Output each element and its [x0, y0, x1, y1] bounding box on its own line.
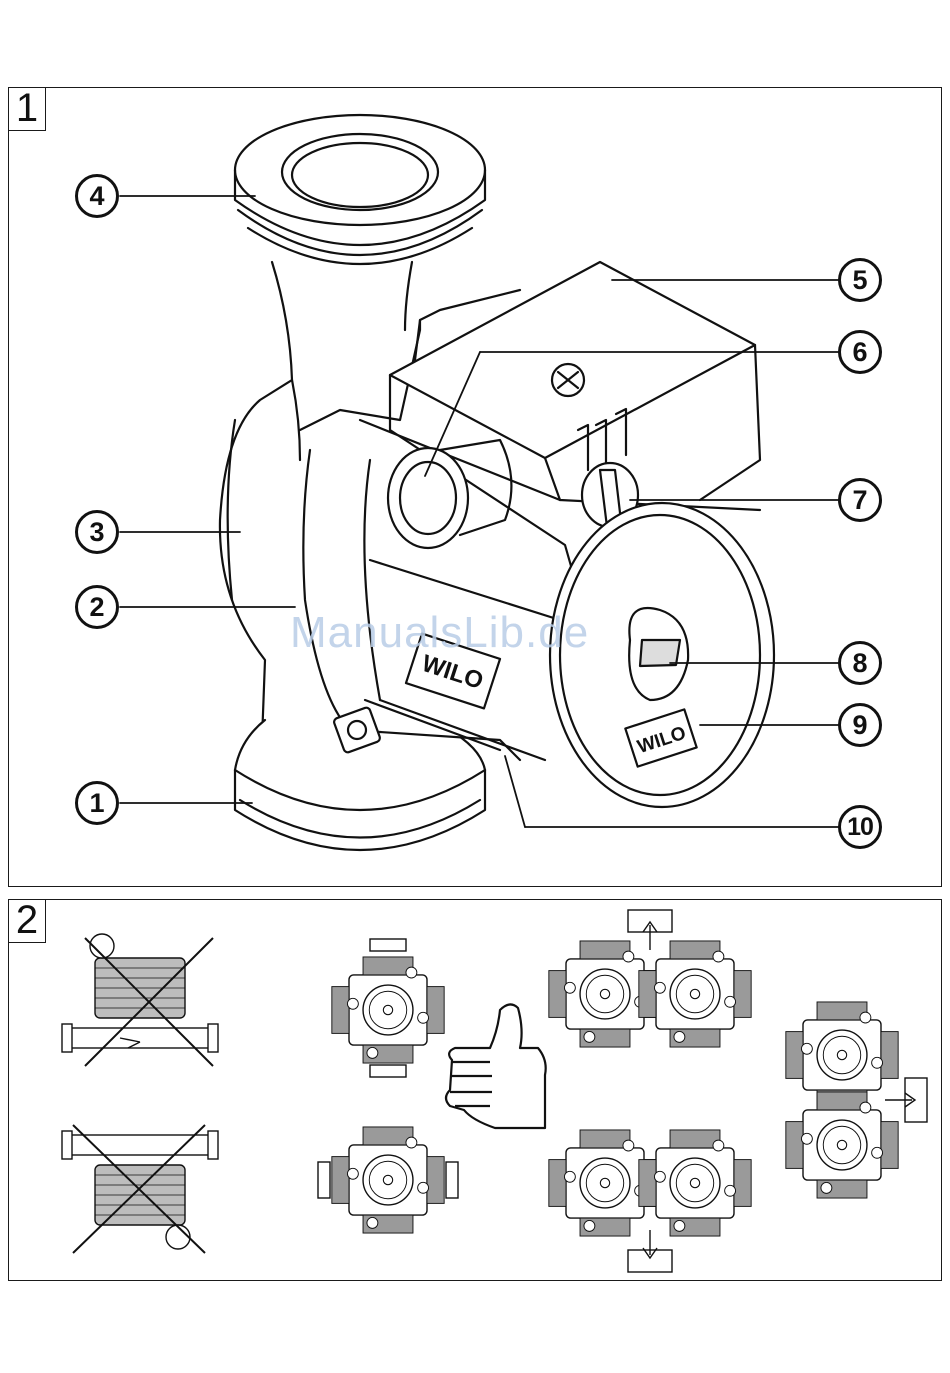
- correct-position-twin-right: [786, 1002, 927, 1198]
- wrong-position-vertical-motor-down: [62, 1125, 218, 1253]
- correct-position-twin-top: [549, 910, 751, 1047]
- thumbs-up-icon: [446, 1004, 546, 1128]
- correct-position-twin-bottom: [549, 1130, 751, 1272]
- correct-position-horizontal-top: [332, 939, 444, 1077]
- correct-position-horizontal-bottom: [318, 1127, 458, 1233]
- wrong-position-vertical-motor-up: [62, 934, 218, 1066]
